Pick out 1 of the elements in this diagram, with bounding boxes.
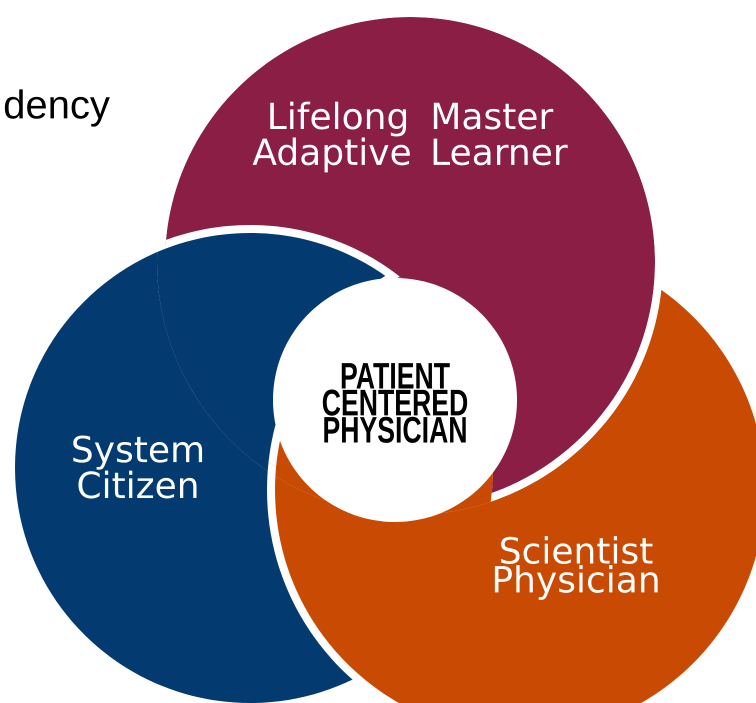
slide-title: dency <box>4 89 110 127</box>
